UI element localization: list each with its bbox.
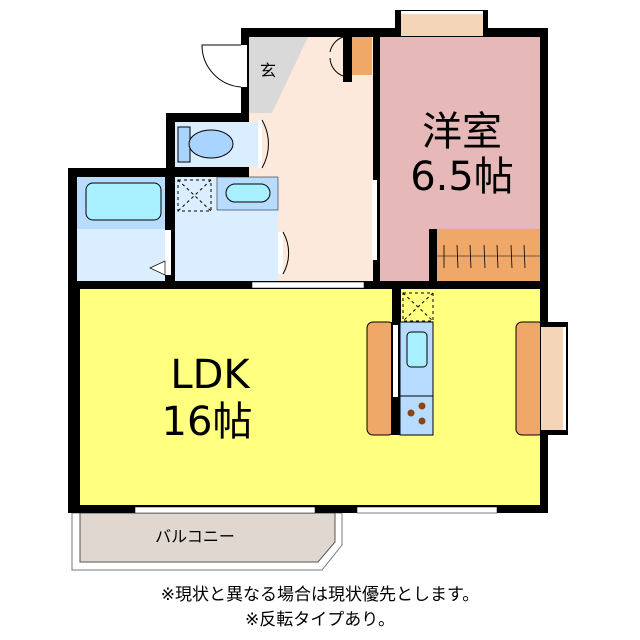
- western-room-name: 洋室: [422, 109, 502, 155]
- fridge-space: [402, 292, 434, 322]
- counter-right: [515, 321, 545, 436]
- ldk-window-left: [134, 506, 316, 514]
- ldk-size: 16帖: [162, 399, 253, 445]
- shoe-closet: [352, 37, 372, 75]
- washing-machine-space: [177, 179, 212, 212]
- toilet-bowl-icon: [188, 129, 234, 159]
- note-current-condition: ※現状と異なる場合は現状優先とします。: [160, 585, 480, 605]
- closet: [437, 229, 540, 281]
- note-reversed-type: ※反転タイプあり。: [245, 610, 395, 630]
- western-room-size: 6.5帖: [410, 154, 514, 200]
- genkan-label: 玄: [260, 61, 276, 80]
- washbasin-icon: [225, 183, 271, 203]
- stove-icon: [407, 402, 426, 425]
- bathtub-icon: [85, 182, 162, 221]
- counter-left: [366, 321, 395, 436]
- toilet-tank-icon: [177, 126, 191, 163]
- balcony: [71, 512, 343, 571]
- genkan: [249, 37, 308, 113]
- hall-sliding-door: [251, 281, 365, 289]
- ldk-room: [80, 289, 540, 505]
- entrance-door[interactable]: [201, 44, 242, 88]
- ldk-name: LDK: [170, 352, 251, 398]
- ldk-window-right: [356, 506, 498, 514]
- sink-icon: [406, 331, 428, 368]
- balcony-label: バルコニー: [155, 527, 235, 546]
